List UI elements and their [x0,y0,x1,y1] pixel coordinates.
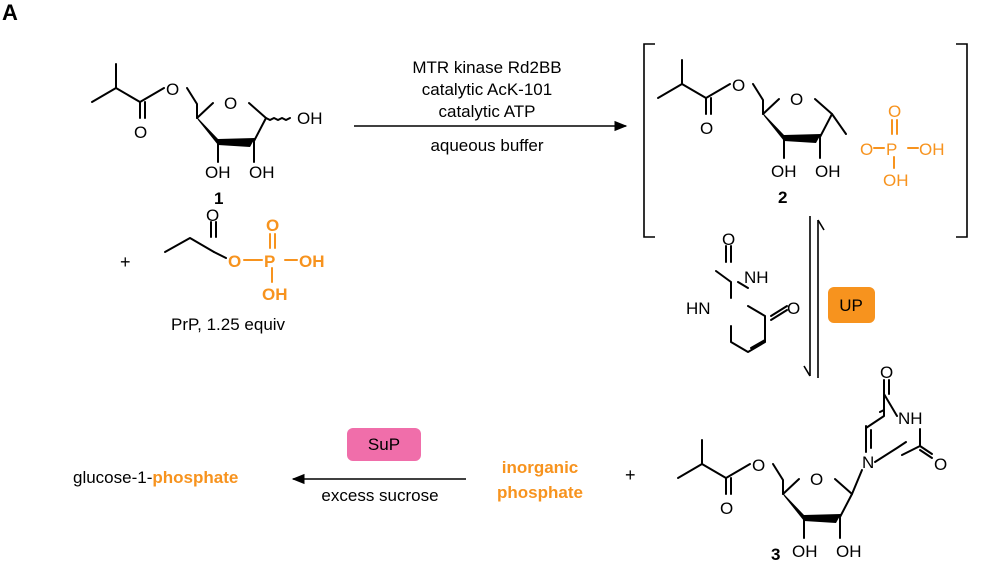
c3-nh: NH [898,409,923,428]
c2-ring-o: O [790,90,803,109]
c2-oh-2: OH [815,162,841,181]
plus-sign-2: + [625,465,636,485]
c2-link-o: O [860,140,873,159]
c3-right-o: O [934,455,947,474]
product-highlight: phosphate [152,468,238,487]
c3-oh-3: OH [792,542,818,561]
condition-sucrose: excess sucrose [321,486,438,505]
inorganic-phosphate-line2: phosphate [497,483,583,502]
c2-top-o: O [888,102,901,121]
compound-1: O O O OH OH OH 1 [91,63,323,208]
reaction-3: excess sucrose [291,473,466,505]
prp-oh-right: OH [299,252,325,271]
compound-2: O O O O P O OH OH OH OH 2 [643,43,968,238]
c2-p-atom: P [886,140,897,159]
c1-ester-o: O [166,80,179,99]
sup-enzyme-label: SuP [368,435,400,454]
c1-label: 1 [214,189,223,208]
sup-enzyme-box [347,428,421,461]
up-enzyme-label: UP [839,296,863,315]
bracket-left [643,43,655,238]
prp-label: PrP, 1.25 equiv [171,315,286,334]
inorganic-phosphate-line1: inorganic [502,458,579,477]
prp-oh-bottom: OH [262,285,288,304]
c1-oh-3: OH [205,163,231,182]
c3-oh-2: OH [836,542,862,561]
c2-label: 2 [778,188,787,207]
c1-anomeric-oh: OH [297,109,323,128]
c3-ester-o: O [752,456,765,475]
reaction-1: MTR kinase Rd2BB catalytic AcK-101 catal… [354,58,628,155]
condition-ack: catalytic AcK-101 [422,80,552,99]
product-prefix: glucose-1- [73,468,152,487]
uracil: O NH HN O [686,230,800,353]
uracil-hn: HN [686,299,711,318]
c3-ring-o: O [810,470,823,489]
c2-ester-o: O [732,76,745,95]
c1-carbonyl-o: O [134,123,147,142]
uracil-right-o: O [787,299,800,318]
c2-oh-3: OH [771,162,797,181]
c3-carbonyl-o: O [720,499,733,518]
c2-oh-right: OH [919,140,945,159]
product-glucose-1-phosphate: glucose-1-phosphate [73,468,238,487]
prp-carbonyl-o: O [206,206,219,225]
up-enzyme-badge: UP [828,287,875,323]
up-enzyme-box [828,287,875,323]
prp-link-o: O [228,252,241,271]
sup-enzyme-badge: SuP [347,428,421,461]
plus-sign-1: + [120,252,131,272]
uracil-top-o: O [722,230,735,249]
c2-carbonyl-o: O [700,119,713,138]
condition-buffer: aqueous buffer [430,136,543,155]
condition-atp: catalytic ATP [439,102,536,121]
propionyl-phosphate: O O P O OH OH PrP, 1.25 equiv [164,206,325,334]
bracket-right [956,43,968,238]
c2-oh-bottom: OH [883,171,909,190]
condition-kinase: MTR kinase Rd2BB [412,58,561,77]
c3-top-o: O [880,363,893,382]
panel-label: A [2,0,18,25]
inorganic-phosphate: inorganic phosphate [497,458,583,502]
compound-3: O O O N O NH O OH OH 3 [677,363,947,564]
c1-oh-2: OH [249,163,275,182]
uracil-nh: NH [744,268,769,287]
c1-ring-o: O [224,94,237,113]
prp-top-o: O [266,216,279,235]
c3-n1: N [862,453,874,472]
prp-p-atom: P [264,252,275,271]
c3-label: 3 [771,545,780,564]
equilibrium-arrows [803,216,825,378]
